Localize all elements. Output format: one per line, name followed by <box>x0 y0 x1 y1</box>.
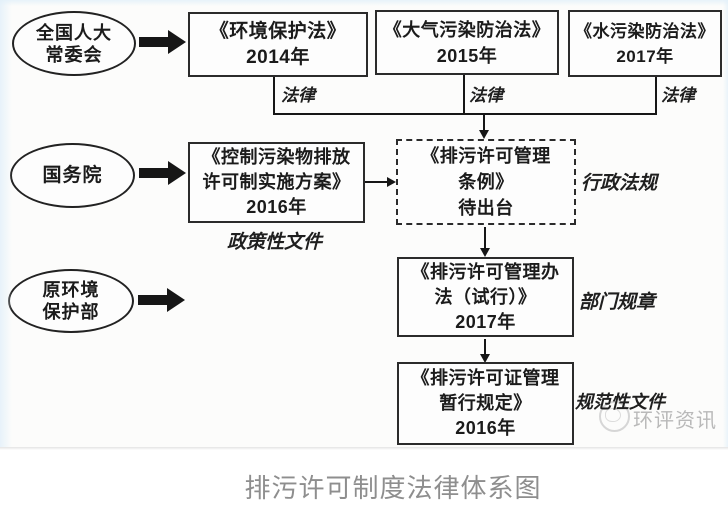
air-law-year: 2015年 <box>436 45 498 66</box>
connector-merge-to-ordinance <box>483 113 485 131</box>
connector-plan-to-ordinance <box>365 181 388 183</box>
caption-container: 排污许可制度法律体系图 <box>58 468 728 505</box>
tier-label-policy-document: 政策性文件 <box>227 232 323 253</box>
ellipse-state-council: 国务院 <box>10 143 135 208</box>
ordinance-line1: 《排污许可管理 <box>421 146 551 166</box>
box-water-pollution-law: 《水污染防治法》 2017年 <box>568 10 722 77</box>
right-edge-tint <box>723 0 728 447</box>
box-implementation-plan: 《控制污染物排放 许可制实施方案》 2016年 <box>188 142 365 223</box>
section-divider <box>0 447 728 450</box>
ordinance-status: 待出台 <box>458 198 514 218</box>
box-permit-ordinance-pending: 《排污许可管理 条例》 待出台 <box>396 139 576 225</box>
impl-plan-line1: 《控制污染物排放 <box>202 147 351 167</box>
air-law-title: 《大气污染防治法》 <box>383 19 551 40</box>
impl-plan-year: 2016年 <box>246 197 307 217</box>
ordinance-line2: 条例》 <box>458 172 514 192</box>
connector-measures-to-provisions <box>484 339 486 354</box>
measures-line2: 法（试行）》 <box>434 286 537 307</box>
arrowhead-plan-to-ordinance-icon <box>387 176 396 187</box>
tier-label-law-1: 法律 <box>281 86 315 105</box>
tier-label-law-3: 法律 <box>661 86 695 105</box>
watermark-logo-icon <box>599 401 630 432</box>
npc-line1: 全国人大 <box>36 22 112 43</box>
moep-line2: 保护部 <box>42 302 100 322</box>
connector-ordinance-to-measures <box>484 227 486 248</box>
arrowhead-to-measures-icon <box>479 248 490 257</box>
arrowhead-to-ordinance-icon <box>478 130 489 139</box>
box-permit-management-measures: 《排污许可管理办 法（试行）》 2017年 <box>397 257 574 337</box>
tier-label-normative-document: 规范性文件 <box>575 392 665 412</box>
tier-label-administrative-regulation: 行政法规 <box>581 173 658 194</box>
impl-plan-line2: 许可制实施方案》 <box>202 172 351 192</box>
connector-airlaw-drop <box>463 75 465 113</box>
tier-label-law-2: 法律 <box>469 86 503 105</box>
measures-line1: 《排污许可管理办 <box>411 261 560 282</box>
provisions-line1: 《排污许可证管理 <box>411 368 560 388</box>
legal-system-diagram: 全国人大 常委会 国务院 原环境 保护部 《环境保护法》 2014年 《大气污染… <box>0 0 728 447</box>
npc-line2: 常委会 <box>45 44 103 65</box>
block-arrow-state-council-icon <box>139 161 186 185</box>
box-air-pollution-law: 《大气污染防治法》 2015年 <box>375 10 559 75</box>
connector-envlaw-drop <box>273 77 275 113</box>
arrowhead-to-provisions-icon <box>479 354 490 363</box>
box-permit-interim-provisions: 《排污许可证管理 暂行规定》 2016年 <box>397 362 574 445</box>
measures-year: 2017年 <box>455 311 516 332</box>
water-law-year: 2017年 <box>616 46 674 66</box>
water-law-title: 《水污染防治法》 <box>575 21 715 41</box>
state-council-label: 国务院 <box>42 165 103 186</box>
env-law-title: 《环境保护法》 <box>209 20 347 42</box>
box-environmental-protection-law: 《环境保护法》 2014年 <box>188 12 368 77</box>
connector-waterlaw-drop <box>655 77 657 113</box>
left-edge-tint <box>0 0 12 447</box>
connector-laws-merge <box>273 113 657 115</box>
provisions-year: 2016年 <box>455 418 516 438</box>
env-law-year: 2014年 <box>246 46 310 68</box>
moep-line1: 原环境 <box>42 280 100 300</box>
watermark-text: 环评资讯 <box>633 410 717 432</box>
block-arrow-ministry-icon <box>138 288 185 312</box>
block-arrow-npc-icon <box>139 30 186 54</box>
diagram-caption: 排污许可制度法律体系图 <box>244 473 542 503</box>
top-edge-tint <box>0 0 728 6</box>
ellipse-former-environment-ministry: 原环境 保护部 <box>8 269 134 333</box>
tier-label-department-rule: 部门规章 <box>579 292 656 313</box>
ellipse-npc-standing-committee: 全国人大 常委会 <box>12 11 136 76</box>
provisions-line2: 暂行规定》 <box>439 393 532 413</box>
